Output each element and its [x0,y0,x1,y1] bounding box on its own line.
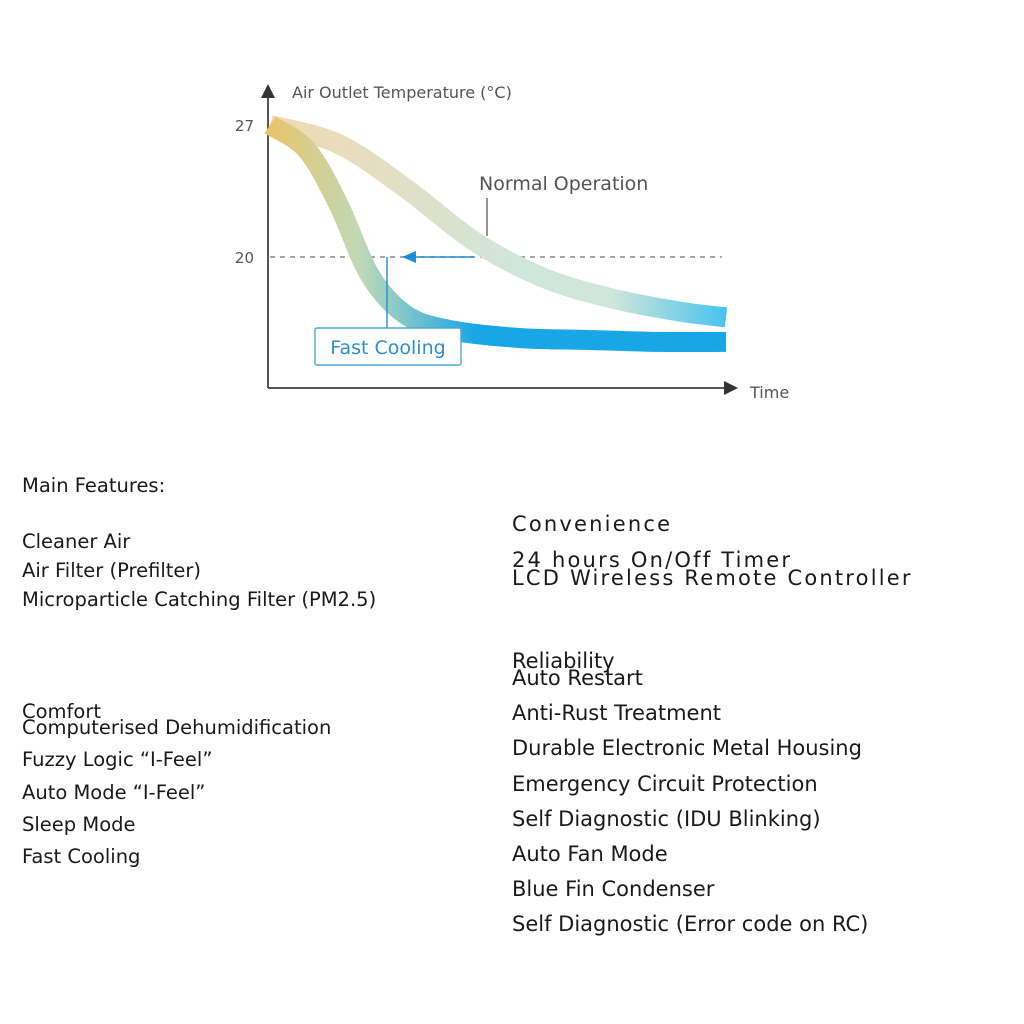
feature-right-line: Self Diagnostic (IDU Blinking) [512,807,821,831]
y-axis-label: Air Outlet Temperature (°C) [292,83,512,102]
feature-right-line: Self Diagnostic (Error code on RC) [512,912,869,936]
fast-cooling-label-box [314,327,462,366]
feature-left-line: Fuzzy Logic “I-Feel” [22,748,213,771]
y-axis-arrow-icon [261,84,275,98]
feature-left-line: Microparticle Catching Filter (PM2.5) [22,588,377,611]
feature-right-line: Blue Fin Condenser [512,877,715,901]
feature-right-line: Reliability [512,649,615,673]
fast-cooling-label: Fast Cooling [330,337,445,359]
feature-left-line: Cleaner Air [22,530,131,553]
series-normal-operation [267,115,728,328]
feature-left-line: Air Filter (Prefilter) [22,559,202,582]
reach-arrow-icon [402,251,416,263]
feature-right-line: Durable Electronic Metal Housing [512,736,862,760]
feature-right-line: Anti-Rust Treatment [512,701,721,725]
feature-right-line: Emergency Circuit Protection [512,772,818,796]
feature-left-line: Computerised Dehumidification [22,716,332,739]
series-fast-cooling [264,116,727,353]
feature-right-line: LCD Wireless Remote Controller [512,566,913,590]
features-heading: Main Features: [22,474,166,497]
feature-right-line: Convenience [512,512,673,536]
temperature-chart: Air Outlet Temperature (°C) Time 27 20 N… [235,83,789,402]
feature-left-line: Fast Cooling [22,845,141,868]
feature-left-line: Sleep Mode [22,813,136,836]
feature-left-line: Comfort [22,700,101,723]
x-axis-arrow-icon [724,381,738,395]
y-tick-label: 27 [235,117,254,135]
normal-operation-label: Normal Operation [479,173,648,195]
feature-right-line: 24 hours On/Off Timer [512,548,793,572]
feature-right-line: Auto Fan Mode [512,842,668,866]
feature-right-line: Auto Restart [512,666,643,690]
x-axis-label: Time [749,383,789,402]
y-tick-label: 20 [235,249,254,267]
feature-left-line: Auto Mode “I-Feel” [22,781,206,804]
